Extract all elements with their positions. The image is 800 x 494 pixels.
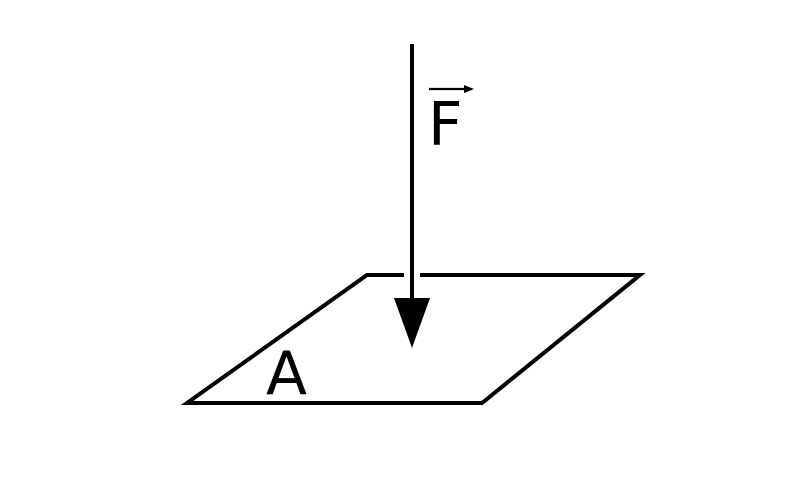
area-surface xyxy=(180,273,646,405)
force-label: F xyxy=(428,90,463,160)
force-vector-arrowhead xyxy=(394,298,430,348)
vector-overline-arrowhead-icon xyxy=(464,85,474,93)
area-label: A xyxy=(266,339,307,409)
